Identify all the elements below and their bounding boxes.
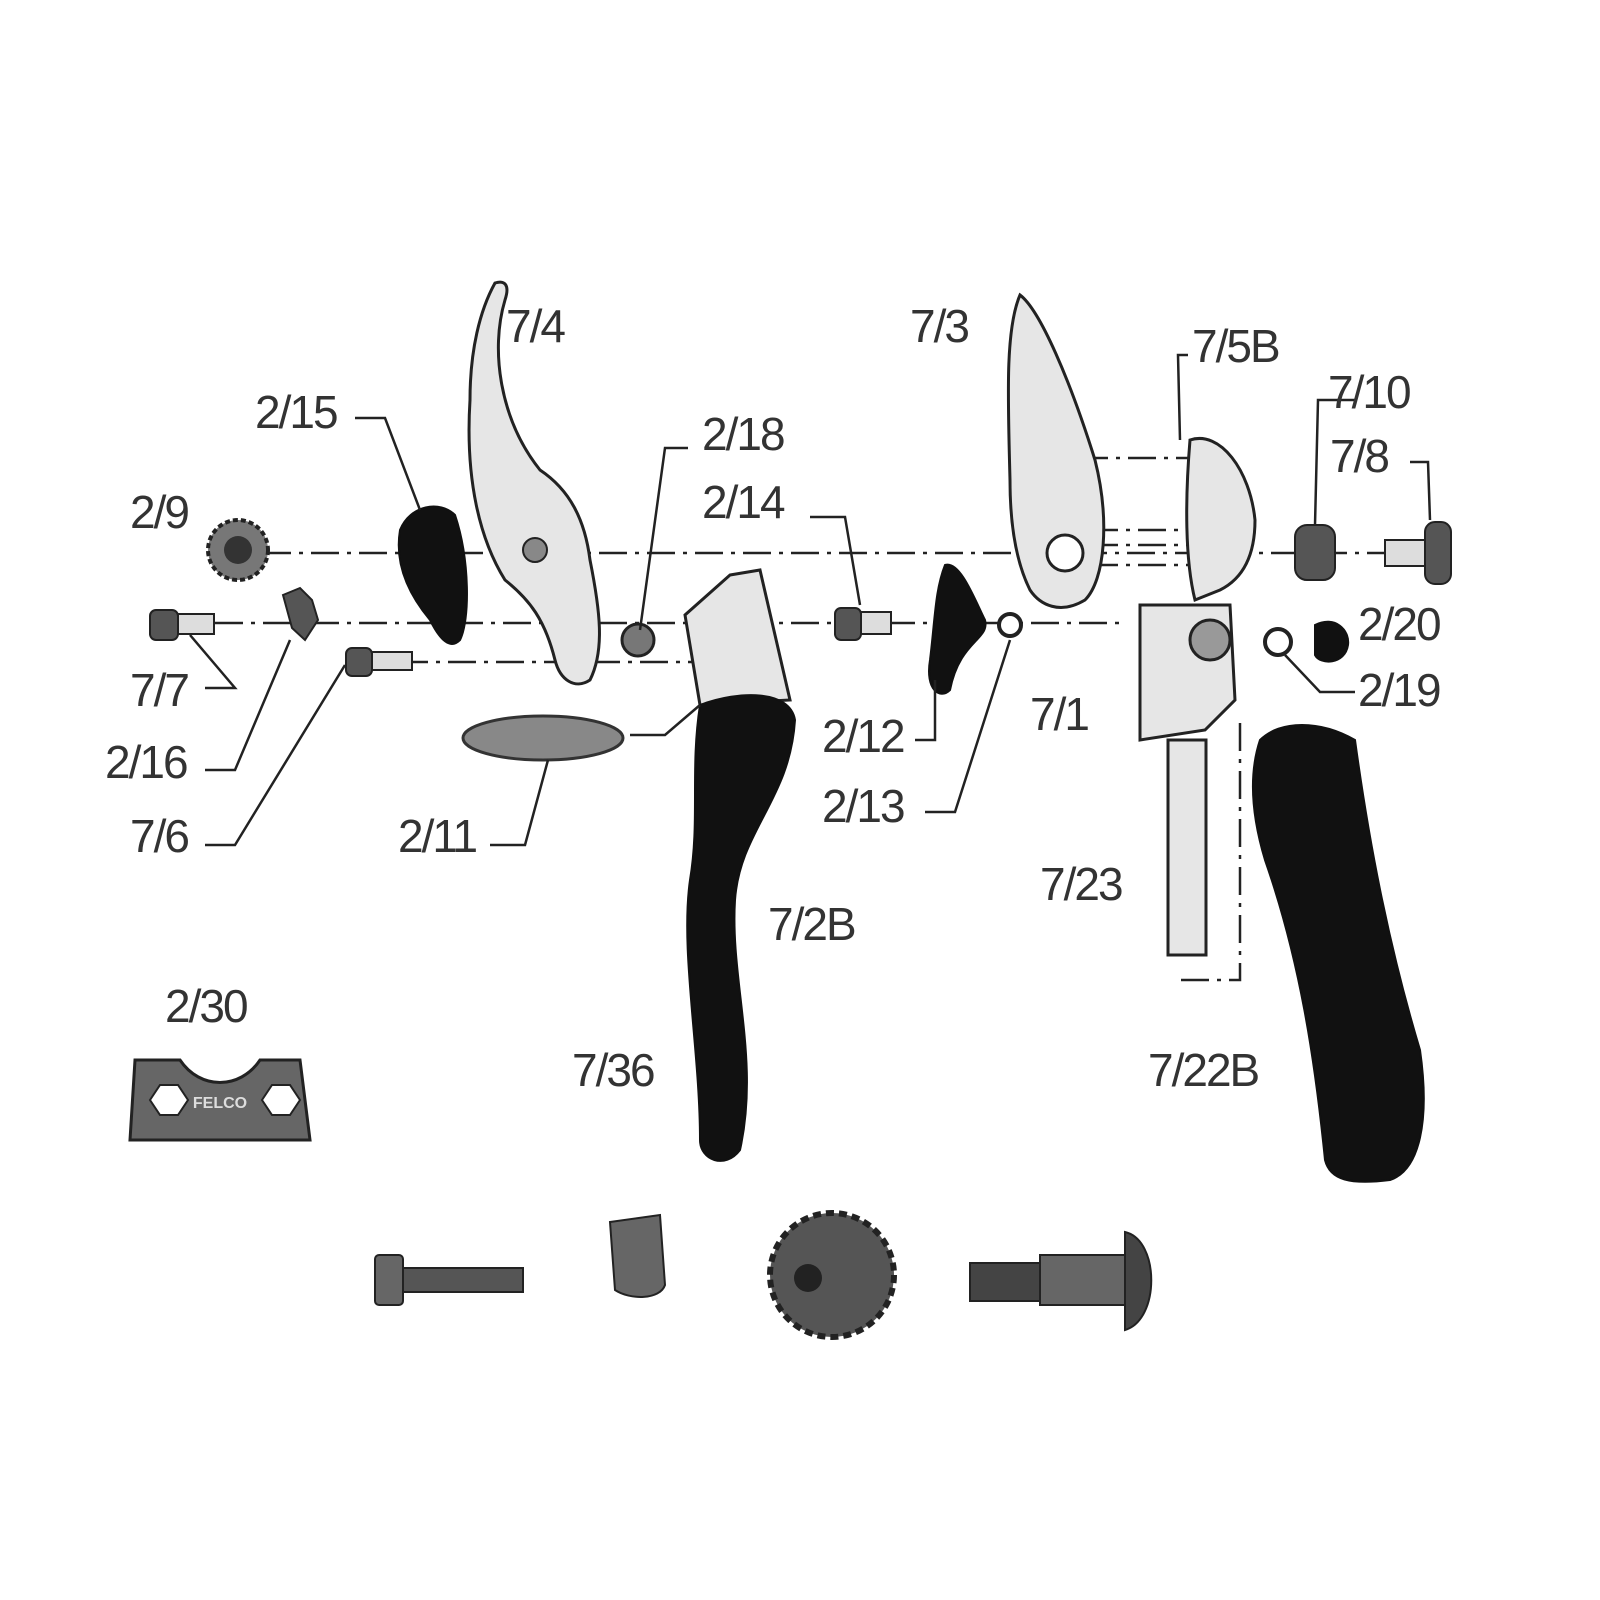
bolt-7-7 <box>149 609 215 641</box>
photo-latch <box>608 1213 667 1298</box>
felco-logo-text: FELCO <box>193 1095 247 1112</box>
label-2-9: 2/9 <box>130 486 188 538</box>
photo-pivot-bolt <box>969 1230 1153 1332</box>
cap-2-20 <box>1314 620 1350 663</box>
label-7-23: 7/23 <box>1040 858 1122 910</box>
shaft-7-23 <box>1166 738 1208 957</box>
pivot-bolt <box>1188 618 1232 662</box>
label-2-19: 2/19 <box>1358 664 1440 716</box>
counter-blade-7-3 <box>1006 292 1106 609</box>
handle-7-2B <box>683 568 792 707</box>
photo-bolt <box>374 1254 524 1306</box>
label-7-3: 7/3 <box>910 300 968 352</box>
label-2-20: 2/20 <box>1358 598 1440 650</box>
leader-lines <box>189 353 1432 847</box>
blade-hole <box>522 537 548 563</box>
washer-2-18 <box>620 622 656 658</box>
grip-7-22B <box>1252 724 1425 1183</box>
label-7-22B: 7/22B <box>1148 1044 1259 1096</box>
washer-2-13 <box>997 612 1023 638</box>
label-7-7: 7/7 <box>130 664 188 716</box>
washer-2-19 <box>1263 627 1293 657</box>
label-2-14: 2/14 <box>702 476 785 528</box>
spring-2-11 <box>461 714 625 762</box>
label-2-15: 2/15 <box>255 386 337 438</box>
label-7-5B: 7/5B <box>1192 320 1279 372</box>
label-7-2B: 7/2B <box>768 898 855 950</box>
label-7-6: 7/6 <box>130 810 188 862</box>
photo-adjusting-nut <box>767 1210 897 1340</box>
label-2-12: 2/12 <box>822 710 904 762</box>
part-2-12 <box>928 563 987 695</box>
bolt-2-14 <box>834 607 892 641</box>
part-2-16 <box>281 586 320 642</box>
wrench-2-30: FELCO <box>128 1058 312 1142</box>
label-2-30: 2/30 <box>165 980 247 1032</box>
label-7-4: 7/4 <box>506 300 565 352</box>
adjusting-nut-2-9 <box>206 518 270 582</box>
bolt-7-8 <box>1384 521 1452 585</box>
label-7-10: 7/10 <box>1328 366 1410 418</box>
handle-grip-7-36 <box>686 694 797 1162</box>
cutting-blade-7-4 <box>467 280 601 686</box>
bolt-7-6 <box>345 647 413 677</box>
label-2-11: 2/11 <box>398 810 477 862</box>
label-2-16: 2/16 <box>105 736 187 788</box>
part-labels: 7/4 7/3 7/5B 7/10 7/8 2/15 2/18 2/14 2/9… <box>105 300 1442 1096</box>
part-2-15 <box>397 505 468 645</box>
blade-hole <box>1045 533 1085 573</box>
label-2-18: 2/18 <box>702 408 784 460</box>
label-2-13: 2/13 <box>822 780 904 832</box>
part-7-5B <box>1185 437 1257 603</box>
label-7-36: 7/36 <box>572 1044 654 1096</box>
bushing-7-10 <box>1294 524 1336 581</box>
label-7-8: 7/8 <box>1330 430 1388 482</box>
label-7-1: 7/1 <box>1030 688 1088 740</box>
